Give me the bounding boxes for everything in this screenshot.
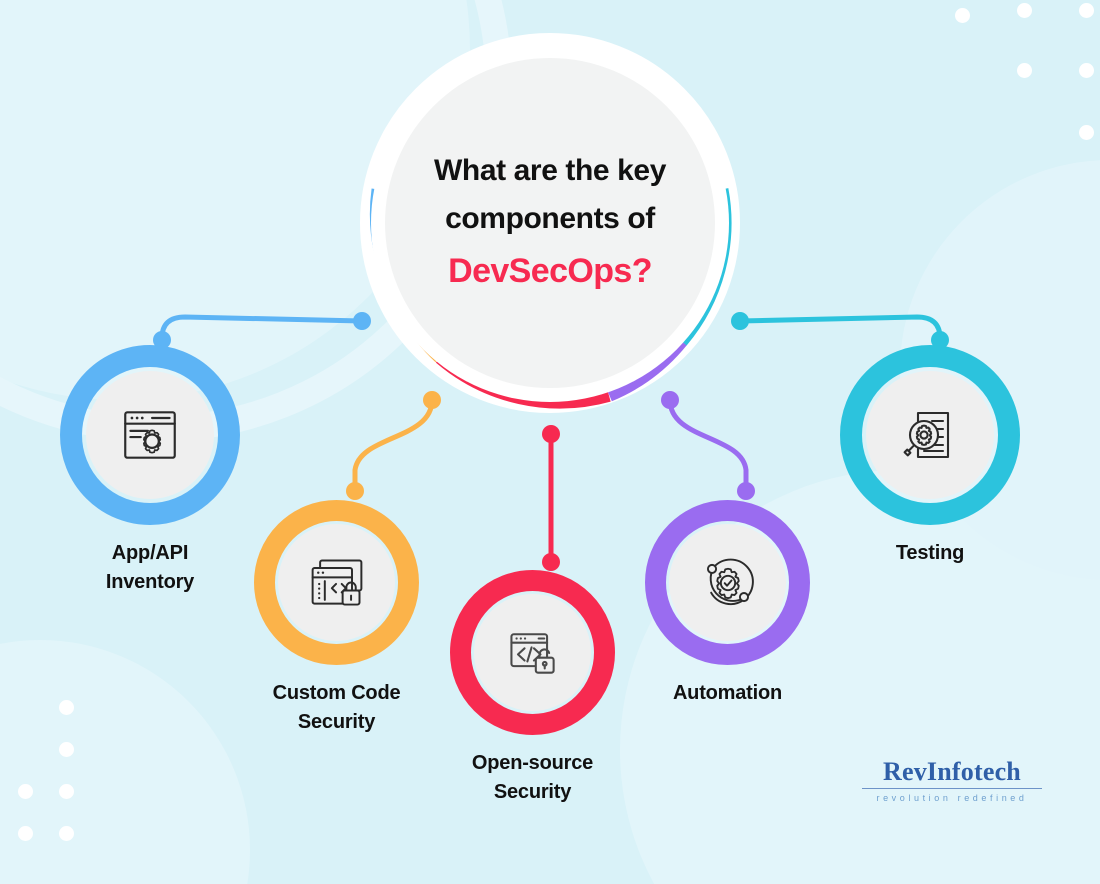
node-ring-custom-code-security bbox=[254, 500, 419, 665]
node-label-testing: Testing bbox=[895, 542, 965, 564]
connector-automation bbox=[661, 391, 755, 500]
node-testing[interactable]: Testing bbox=[840, 345, 1020, 568]
node-label-custom-code-security: Custom Code Security bbox=[272, 682, 401, 733]
node-ring-app-api-inventory bbox=[60, 345, 240, 525]
connector-testing bbox=[731, 312, 949, 349]
center-hub: What are the key components of DevSecOps… bbox=[355, 28, 745, 418]
node-custom-code-security[interactable]: Custom Code Security bbox=[254, 500, 419, 737]
magnifier-gear-document-icon bbox=[903, 411, 950, 459]
brand-logo: RevInfotech revolution redefined bbox=[862, 758, 1042, 803]
connector-custom-code-security bbox=[346, 391, 441, 500]
hub-title-accent: DevSecOps? bbox=[448, 252, 652, 291]
hub-title-line-1: What are the key bbox=[433, 153, 667, 187]
gear-check-orbit-icon bbox=[706, 558, 754, 605]
node-inner-automation bbox=[669, 524, 786, 641]
code-window-lock-icon bbox=[311, 559, 362, 606]
hub-title-line-2: components of bbox=[445, 202, 655, 236]
node-label-open-source-security: Open-source Security bbox=[471, 752, 594, 803]
ring-segments bbox=[369, 188, 732, 409]
browser-gear-icon bbox=[124, 411, 176, 459]
node-ring-open-source-security bbox=[450, 570, 615, 735]
node-inner-testing bbox=[866, 371, 994, 499]
node-inner-app-api-inventory bbox=[86, 371, 214, 499]
node-inner-custom-code-security bbox=[278, 524, 395, 641]
node-ring-automation bbox=[645, 500, 810, 665]
node-automation[interactable]: Automation bbox=[645, 500, 810, 708]
hub-segmented-ring bbox=[360, 33, 740, 413]
node-open-source-security[interactable]: Open-source Security bbox=[450, 570, 615, 807]
logo-tagline: revolution redefined bbox=[876, 793, 1028, 804]
hub-face: What are the key components of DevSecOps… bbox=[385, 58, 715, 388]
code-window-open-lock-icon bbox=[509, 632, 555, 674]
node-label-automation: Automation bbox=[672, 682, 783, 704]
node-app-api-inventory[interactable]: App/API Inventory bbox=[60, 345, 240, 597]
connector-open-source-security bbox=[542, 425, 560, 571]
node-label-app-api-inventory: App/API Inventory bbox=[105, 542, 195, 593]
logo-divider bbox=[862, 788, 1042, 790]
connector-app-api-inventory bbox=[153, 312, 371, 349]
node-inner-open-source-security bbox=[474, 594, 591, 711]
logo-name: RevInfotech bbox=[883, 757, 1021, 786]
hub-title: What are the key components of DevSecOps… bbox=[434, 147, 666, 299]
node-ring-testing bbox=[840, 345, 1020, 525]
